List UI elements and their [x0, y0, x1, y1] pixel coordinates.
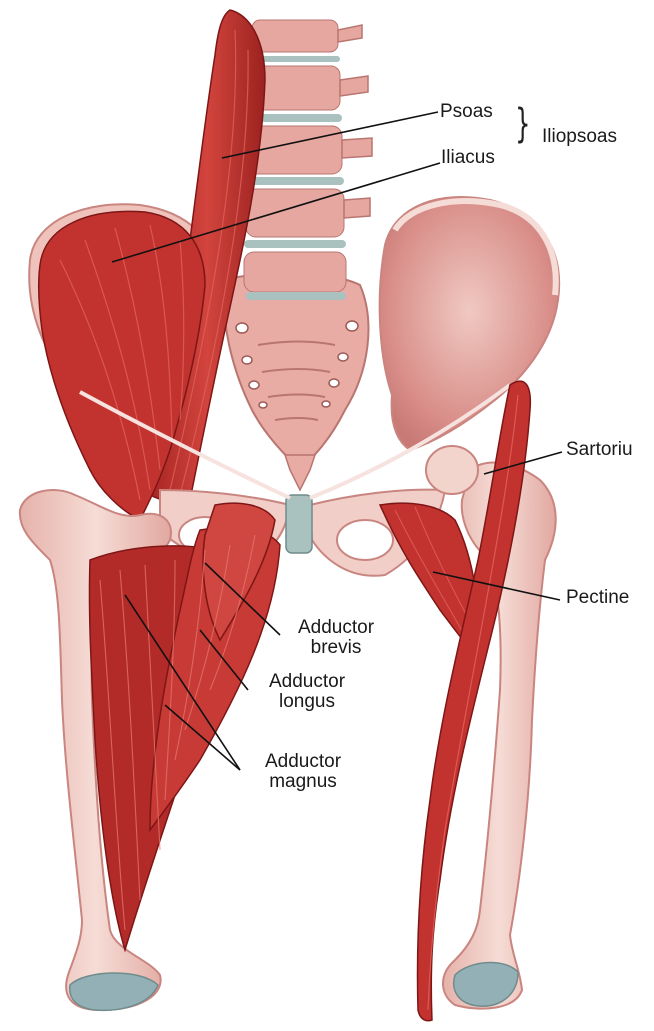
- label-psoas: Psoas: [440, 102, 493, 122]
- label-adductor-longus-line1: Adductor: [252, 672, 362, 692]
- obturator-foramen-right: [337, 520, 393, 560]
- label-iliacus: Iliacus: [441, 148, 495, 168]
- label-adductor-brevis-line1: Adductor: [281, 618, 391, 638]
- coccyx: [285, 455, 315, 490]
- label-adductor-brevis: Adductor brevis: [281, 618, 391, 658]
- label-adductor-magnus-line2: magnus: [248, 772, 358, 792]
- pubic-symphysis: [286, 495, 312, 553]
- label-adductor-magnus: Adductor magnus: [248, 752, 358, 792]
- label-pectineus: Pectine: [566, 588, 629, 608]
- left-knee-cartilage: [70, 973, 158, 1010]
- label-sartorius: Sartoriu: [566, 440, 633, 460]
- right-femoral-head: [426, 446, 478, 494]
- label-iliopsoas: Iliopsoas: [542, 127, 617, 147]
- sacrum: [224, 273, 369, 470]
- label-adductor-longus: Adductor longus: [252, 672, 362, 712]
- label-adductor-magnus-line1: Adductor: [248, 752, 358, 772]
- iliopsoas-brace: }: [515, 104, 530, 144]
- label-adductor-longus-line2: longus: [252, 692, 362, 712]
- label-adductor-brevis-line2: brevis: [281, 638, 391, 658]
